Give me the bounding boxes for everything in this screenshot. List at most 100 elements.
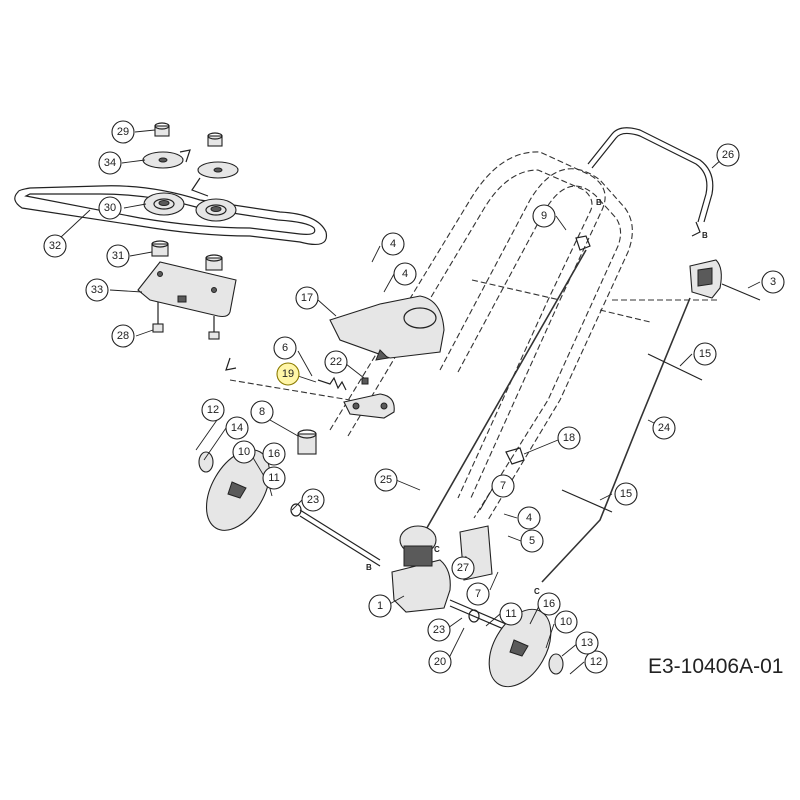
reference-arrow xyxy=(225,357,351,401)
callout-12: 12 xyxy=(584,650,608,674)
svg-text:18: 18 xyxy=(563,432,575,444)
svg-text:22: 22 xyxy=(330,356,342,368)
callout-24: 24 xyxy=(652,416,676,440)
bolt-28 xyxy=(152,302,164,333)
svg-text:7: 7 xyxy=(500,480,506,492)
svg-text:23: 23 xyxy=(307,494,319,506)
svg-text:5: 5 xyxy=(529,535,535,547)
callout-18: 18 xyxy=(557,426,581,450)
callout-17: 17 xyxy=(295,286,319,310)
svg-text:10: 10 xyxy=(560,616,572,628)
callout-19-highlighted: 19 xyxy=(276,362,300,386)
callout-22: 22 xyxy=(324,350,348,374)
callout-10: 10 xyxy=(554,610,578,634)
svg-text:15: 15 xyxy=(620,488,632,500)
wheel-left xyxy=(198,429,381,567)
handle-frame xyxy=(329,151,720,521)
svg-text:19: 19 xyxy=(282,368,294,380)
svg-text:15: 15 xyxy=(699,348,711,360)
svg-text:12: 12 xyxy=(207,404,219,416)
callout-3: 3 xyxy=(761,270,785,294)
svg-text:13: 13 xyxy=(581,637,593,649)
callout-23: 23 xyxy=(301,488,325,512)
callout-28: 28 xyxy=(111,324,135,348)
idler-bracket-33 xyxy=(137,261,237,318)
callout-9: 9 xyxy=(532,204,556,228)
cables xyxy=(419,235,703,583)
callout-4: 4 xyxy=(517,506,541,530)
callout-33: 33 xyxy=(85,278,109,302)
callout-1: 1 xyxy=(368,594,392,618)
callout-16: 16 xyxy=(537,592,561,616)
spacer-31 xyxy=(151,240,169,257)
bolt-right xyxy=(208,316,220,340)
callout-14: 14 xyxy=(225,416,249,440)
spacer-right xyxy=(205,254,223,271)
callout-32: 32 xyxy=(43,234,67,258)
svg-text:12: 12 xyxy=(590,656,602,668)
callout-25: 25 xyxy=(374,468,398,492)
callout-12: 12 xyxy=(201,398,225,422)
control-box xyxy=(689,259,761,301)
svg-text:4: 4 xyxy=(390,238,396,250)
callout-15: 15 xyxy=(693,342,717,366)
svg-text:10: 10 xyxy=(238,446,250,458)
wheel-right xyxy=(468,608,564,688)
svg-text:4: 4 xyxy=(402,268,408,280)
callout-16: 16 xyxy=(262,442,286,466)
connector-letter: B xyxy=(366,563,372,572)
svg-text:27: 27 xyxy=(457,562,469,574)
callout-7: 7 xyxy=(491,474,515,498)
connector-letter: C xyxy=(434,545,440,554)
svg-text:29: 29 xyxy=(117,126,129,138)
callout-8: 8 xyxy=(250,400,274,424)
connector-letter: B xyxy=(702,231,708,240)
lever-bracket xyxy=(317,376,395,419)
callout-11: 11 xyxy=(262,466,286,490)
callout-23: 23 xyxy=(427,618,451,642)
svg-text:11: 11 xyxy=(268,472,279,484)
svg-text:31: 31 xyxy=(112,250,124,262)
svg-text:4: 4 xyxy=(526,512,532,524)
svg-text:1: 1 xyxy=(377,600,383,612)
upper-handle-bar xyxy=(587,127,714,237)
svg-text:28: 28 xyxy=(117,330,129,342)
callout-27: 27 xyxy=(451,556,475,580)
idler-pulley-left xyxy=(143,192,185,216)
callout-34: 34 xyxy=(98,151,122,175)
callout-4: 4 xyxy=(393,262,417,286)
washer-plate-34 xyxy=(142,149,191,169)
svg-text:34: 34 xyxy=(104,157,116,169)
washer-plate-right xyxy=(191,161,239,197)
svg-text:14: 14 xyxy=(231,422,243,434)
svg-text:17: 17 xyxy=(301,292,313,304)
callout-30: 30 xyxy=(98,196,122,220)
callout-10: 10 xyxy=(232,440,256,464)
callout-26: 26 xyxy=(716,143,740,167)
callout-6: 6 xyxy=(273,336,297,360)
drawing-code: E3-10406A-01 xyxy=(648,655,784,678)
svg-text:9: 9 xyxy=(541,210,547,222)
svg-text:33: 33 xyxy=(91,284,103,296)
svg-text:6: 6 xyxy=(282,342,288,354)
connector-letter: B xyxy=(596,198,602,207)
nut-29 xyxy=(154,122,170,137)
callouts: 1 3 4 4 4 5 5 6 7 7 8 9 10 10 11 11 12 1… xyxy=(43,120,785,674)
belt-cover xyxy=(329,295,445,361)
svg-text:20: 20 xyxy=(434,656,446,668)
connector-letters: B B B C C B xyxy=(366,198,708,596)
svg-text:3: 3 xyxy=(770,276,776,288)
svg-text:30: 30 xyxy=(104,202,116,214)
svg-text:26: 26 xyxy=(722,149,734,161)
svg-text:16: 16 xyxy=(268,448,280,460)
svg-text:23: 23 xyxy=(433,624,445,636)
nut-right xyxy=(207,132,223,147)
svg-text:24: 24 xyxy=(658,422,670,434)
svg-text:7: 7 xyxy=(475,588,481,600)
callout-29: 29 xyxy=(111,120,135,144)
callout-4: 4 xyxy=(381,232,405,256)
callout-31: 31 xyxy=(106,244,130,268)
callout-5: 5 xyxy=(520,529,544,553)
connector-letter: C xyxy=(534,587,540,596)
